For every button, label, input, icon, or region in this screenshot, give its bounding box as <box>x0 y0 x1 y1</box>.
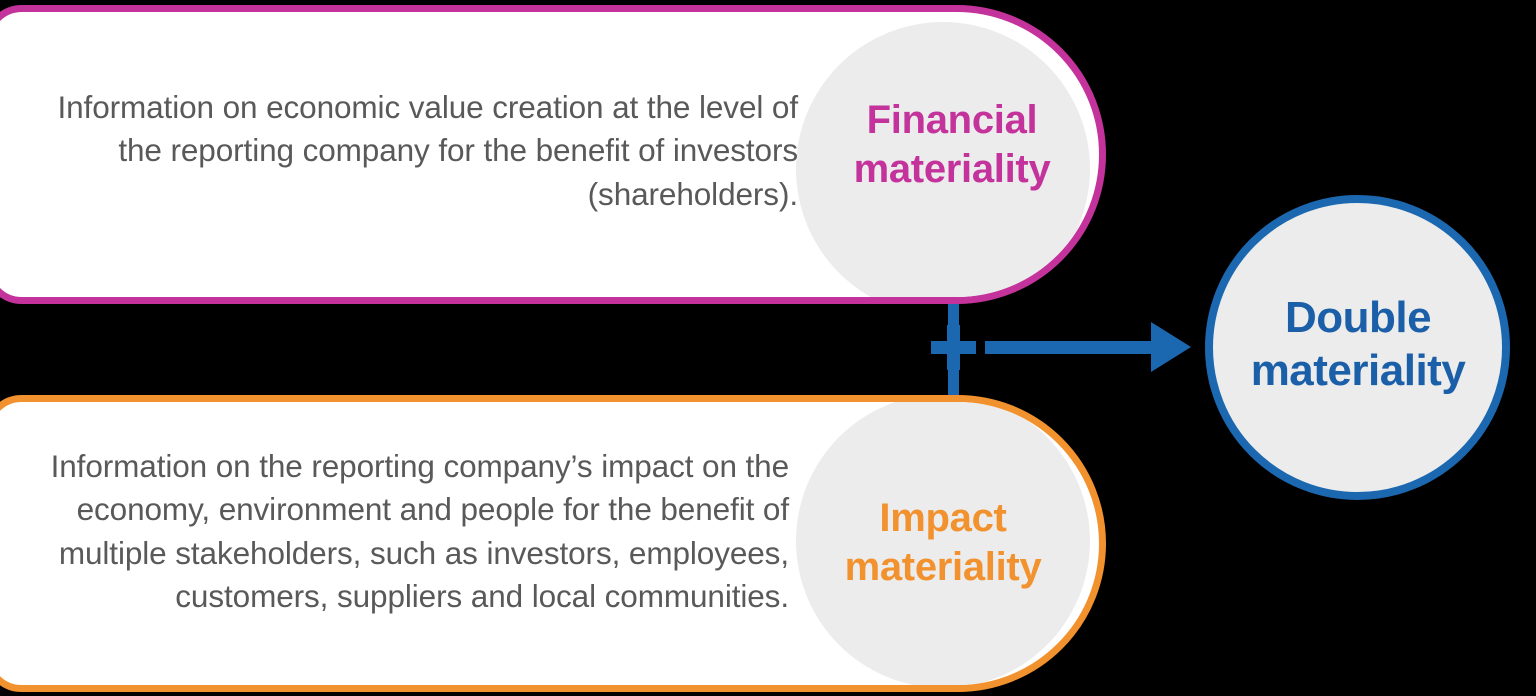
arrow-right-icon-shaft <box>985 341 1161 354</box>
financial-materiality-disc <box>796 22 1090 297</box>
plus-icon-horizontal-bar <box>931 341 976 354</box>
impact-materiality-description: Information on the reporting company’s i… <box>50 448 789 615</box>
financial-materiality-description: Information on economic value creation a… <box>57 89 798 212</box>
double-materiality-label: Double materiality <box>1250 293 1466 395</box>
financial-materiality-label: Financial materiality <box>853 98 1051 191</box>
financial-materiality-panel <box>0 5 1106 304</box>
impact-materiality-label: Impact materiality <box>844 496 1042 589</box>
impact-materiality-disc <box>796 402 1090 685</box>
double-materiality-circle <box>1205 195 1510 500</box>
connector-line-bottom <box>948 362 959 395</box>
connector-line-top <box>948 304 959 335</box>
impact-materiality-panel: Information on the reporting company’s i… <box>0 395 1106 692</box>
arrow-right-icon-head <box>1151 322 1191 372</box>
